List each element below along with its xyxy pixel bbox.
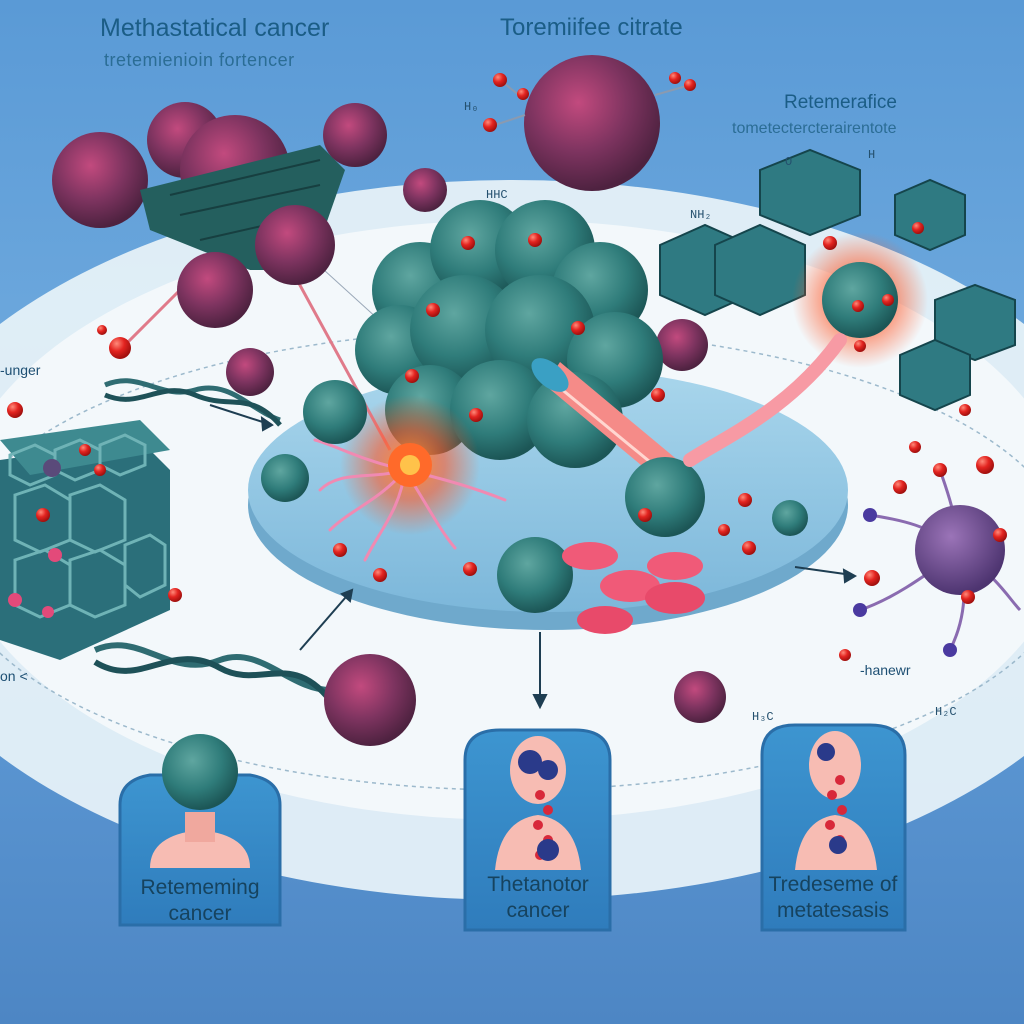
drug-label: Toremiifee citrate [500,14,683,41]
side-label-left-lower: on < [0,668,28,684]
cancer-cell-top [483,55,696,191]
panel-2-caption: Thetanotor cancer [443,872,633,924]
small-cancer-cell [226,348,274,396]
metastatic-cell-right [839,441,1022,661]
drug-molecule-cell [822,262,898,338]
tumor-mass [355,200,663,468]
cancer-cell-lower [324,654,416,746]
panel-1-caption: Retememing cancer [105,875,295,927]
chem-label: H [868,148,876,162]
panel-3 [760,723,907,932]
curved-transport-arrow [683,333,847,467]
small-cancer-cell [674,671,726,723]
side-label-left-upper: -unger [0,362,41,378]
flow-arrows [209,404,858,710]
diagram-title: Methastatical cancer [100,14,330,42]
small-cancer-cell [403,168,447,212]
teal-sphere [497,537,573,613]
chem-label: H₀ [464,100,479,114]
panel-1 [118,734,282,927]
chem-label: H₃C [752,710,774,724]
activated-immune-cell [313,395,507,562]
panel-2-line-1: Thetanotor [487,873,589,896]
chemical-structure [659,148,1016,412]
teal-sphere [261,454,309,502]
panel-2-line-2: cancer [506,899,570,922]
teal-sphere [303,380,367,444]
right-subtitle: tometectercterairentote [732,120,897,137]
chem-label: O [785,155,793,169]
panel-1-line-1: Retememing [140,876,260,899]
hexagon-lattice [0,420,182,660]
panel-1-line-2: cancer [168,902,232,925]
chem-label: HHC [486,188,508,202]
right-title: Retemerafice [784,92,897,113]
dna-strand-lower [93,642,331,693]
small-teal-cell [625,457,705,537]
panel-3-caption: Tredeseme of metatesasis [738,872,928,924]
red-blood-cells [562,542,705,634]
small-cancer-cell [656,319,708,371]
side-label-right-lower: -hanewr [860,662,911,678]
panel-3-line-2: metatesasis [776,899,890,922]
cancer-cell-cluster-upper-left [52,102,387,359]
chem-label: NH₂ [690,208,712,222]
diagram-subtitle: tretemienioin fortencer [104,50,295,70]
panel-3-line-1: Tredeseme of [768,873,898,896]
panel-2 [463,728,612,932]
chem-label: H₂C [935,705,957,719]
